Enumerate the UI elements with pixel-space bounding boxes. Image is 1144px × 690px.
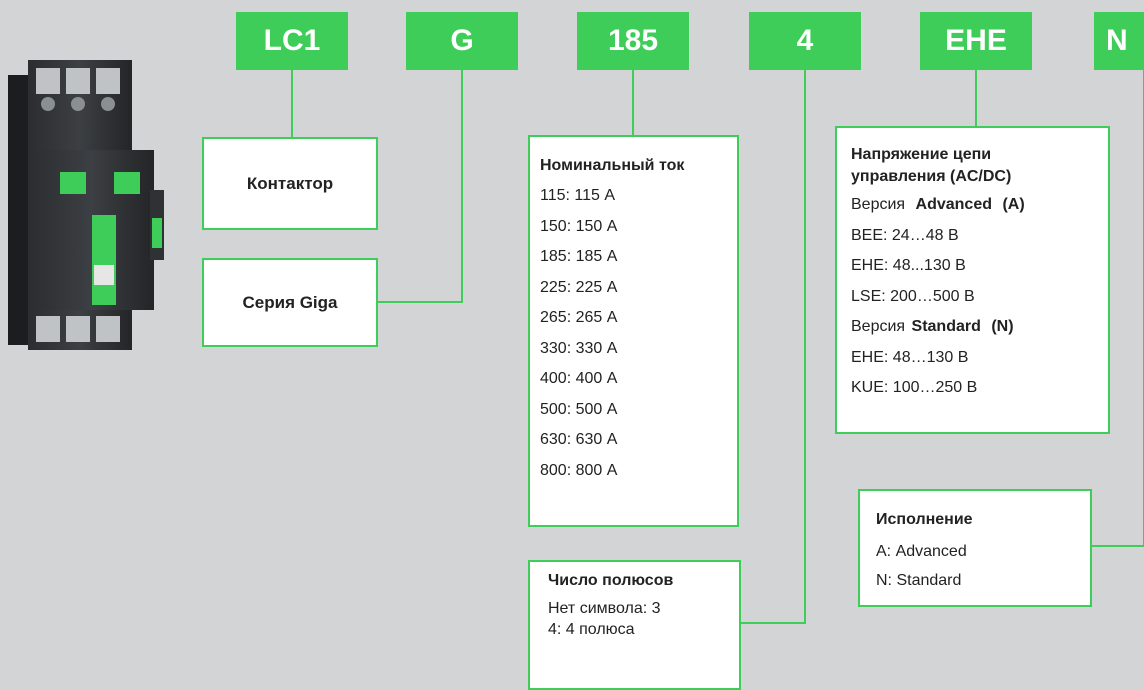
- contactor-device-icon: [8, 60, 164, 350]
- poles-title: Число полюсов: [548, 572, 674, 589]
- series-box: Серия Giga: [202, 258, 378, 347]
- poles-item: Нет символа: 3: [548, 600, 661, 617]
- current-item: 150: 150 А: [540, 217, 618, 235]
- series-label: Серия Giga: [242, 292, 338, 312]
- execution-item: N: Standard: [876, 572, 962, 589]
- standard-name: Standard: [911, 318, 981, 335]
- current-item: 225: 225 А: [540, 278, 618, 296]
- current-list: 115: 115 А 150: 150 А 185: 185 А 225: 225 А…: [540, 181, 737, 486]
- current-title: Номинальный ток: [540, 157, 685, 174]
- current-item: 800: 800 А: [540, 461, 618, 479]
- connector-n: [1092, 70, 1144, 547]
- current-item: 630: 630 А: [540, 431, 618, 448]
- code-badge-g: G: [406, 12, 518, 70]
- current-item: 500: 500 А: [540, 400, 618, 418]
- code-badge-ehe: EHE: [920, 12, 1032, 70]
- voltage-title-line2: управления (AC/DC): [851, 168, 1012, 185]
- current-item: 330: 330 А: [540, 339, 618, 357]
- voltage-item: KUE: 100…250 В: [851, 379, 978, 396]
- poles-box: Число полюсов Нет символа: 3 4: 4 полюса: [528, 560, 741, 690]
- execution-title: Исполнение: [876, 511, 973, 528]
- current-item: 400: 400 А: [540, 370, 618, 387]
- current-box: Номинальный ток 115: 115 А 150: 150 А 185:…: [528, 135, 739, 527]
- contactor-box: Контактор: [202, 137, 378, 230]
- code-badge-185: 185: [577, 12, 689, 70]
- voltage-item: EHE: 48...130 В: [851, 257, 966, 274]
- advanced-prefix: Версия: [851, 196, 906, 213]
- voltage-item: EHE: 48…130 В: [851, 348, 969, 366]
- standard-code: (N): [991, 318, 1014, 335]
- poles-item: 4: 4 полюса: [548, 621, 635, 638]
- current-item: 115: 115 А: [540, 187, 616, 204]
- voltage-item: LSE: 200…500 В: [851, 287, 975, 305]
- advanced-version-row: Версия Advanced (А): [851, 190, 1108, 221]
- current-item: 185: 185 А: [540, 248, 618, 265]
- connector-4: [741, 70, 806, 624]
- advanced-name: Advanced: [915, 196, 992, 213]
- voltage-title-line1: Напряжение цепи: [851, 146, 992, 163]
- code-badge-lc1: LC1: [236, 12, 348, 70]
- code-badge-4: 4: [749, 12, 861, 70]
- execution-box: Исполнение А: Advanced N: Standard: [858, 489, 1092, 607]
- contactor-label: Контактор: [246, 173, 334, 193]
- standard-prefix: Версия: [851, 318, 906, 335]
- voltage-item: BEE: 24…48 В: [851, 226, 959, 244]
- standard-version-row: Версия Standard (N): [851, 312, 1108, 343]
- execution-item: А: Advanced: [876, 543, 967, 560]
- code-badge-n: N: [1094, 12, 1144, 70]
- voltage-box: Напряжение цепи управления (AC/DC) Верси…: [835, 126, 1110, 434]
- advanced-code: (А): [1002, 196, 1025, 213]
- current-item: 265: 265 А: [540, 309, 618, 326]
- connector-g: [377, 70, 463, 303]
